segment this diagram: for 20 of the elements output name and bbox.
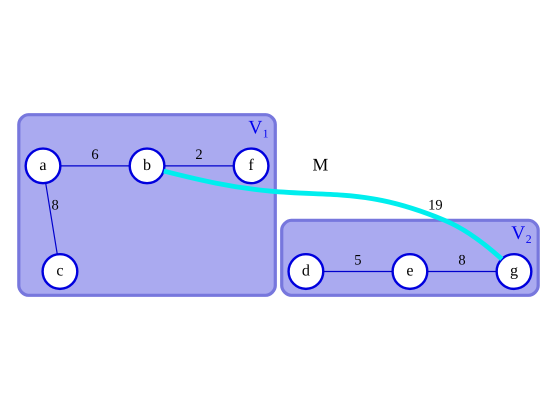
connector	[163, 168, 504, 261]
edge-label: 8	[51, 197, 59, 214]
node-circle: g	[495, 252, 533, 290]
label: M	[312, 154, 328, 174]
edge-label: 5	[354, 252, 362, 269]
edge-label: 6	[91, 146, 99, 163]
node-circle: a	[24, 147, 62, 184]
node-circle: b	[128, 147, 166, 184]
node-circle: c	[41, 252, 78, 290]
connector	[164, 165, 234, 166]
edge-label: 19	[428, 197, 443, 214]
node-circle: f	[232, 147, 270, 184]
connector	[60, 165, 130, 166]
connector	[45, 183, 58, 254]
edge-label: 2	[195, 146, 203, 163]
node-circle: d	[287, 252, 324, 290]
node-circle: e	[391, 252, 428, 290]
connector	[427, 270, 497, 272]
connector	[323, 270, 392, 272]
edge-label: 8	[458, 252, 466, 269]
